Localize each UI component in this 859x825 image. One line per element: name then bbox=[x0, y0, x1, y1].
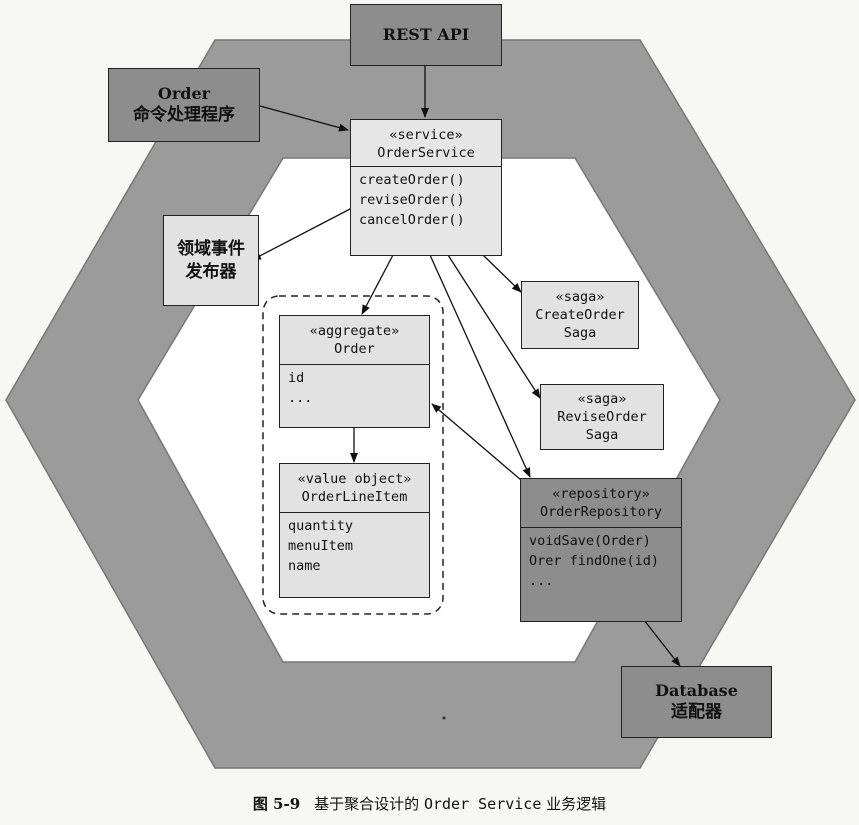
domain-event-publisher-box: 领域事件 发布器 bbox=[163, 215, 259, 306]
field-item: quantity bbox=[288, 518, 354, 535]
order-repository-box: «repository» OrderRepository voidSave(Or… bbox=[520, 478, 682, 622]
create-order-saga-box: «saga» CreateOrder Saga bbox=[521, 281, 639, 349]
create-saga-stereotype: «saga» bbox=[555, 288, 605, 305]
database-line1: Database bbox=[655, 680, 738, 700]
arrow-service-to-publisher bbox=[251, 207, 353, 261]
order-service-name: OrderService bbox=[377, 145, 475, 162]
order-aggregate-box: «aggregate» Order id ... bbox=[279, 315, 430, 428]
figure-caption: 图 5-9 基于聚合设计的 Order Service 业务逻辑 bbox=[0, 793, 859, 814]
order-line-item-header: «value object» OrderLineItem bbox=[280, 464, 429, 512]
revise-saga-line1: ReviseOrder bbox=[557, 408, 647, 425]
publisher-line1: 领域事件 bbox=[177, 238, 245, 259]
aggregate-boundary bbox=[262, 295, 444, 615]
order-aggregate-fields: id ... bbox=[280, 364, 429, 412]
order-handler-line1: Order bbox=[157, 83, 211, 103]
revise-order-saga-box: «saga» ReviseOrder Saga bbox=[540, 384, 664, 450]
method-item: cancelOrder() bbox=[359, 211, 465, 228]
arrow-service-to-repository bbox=[429, 254, 531, 478]
order-command-handler-box: Order 命令处理程序 bbox=[108, 68, 260, 142]
caption-part2: 业务逻辑 bbox=[546, 795, 607, 813]
field-item: id bbox=[288, 370, 305, 387]
method-item: voidSave(Order) bbox=[529, 533, 651, 550]
order-repository-header: «repository» OrderRepository bbox=[521, 479, 681, 527]
arrow-repository-to-database bbox=[643, 619, 681, 667]
caption-number: 图 5-9 bbox=[252, 795, 301, 813]
field-item: menuItem bbox=[288, 538, 354, 554]
create-saga-line1: CreateOrder bbox=[535, 306, 625, 323]
revise-saga-stereotype: «saga» bbox=[577, 390, 627, 407]
rest-api-label: REST API bbox=[382, 25, 470, 45]
database-line2: 适配器 bbox=[671, 702, 722, 723]
order-service-stereotype: «service» bbox=[389, 127, 463, 143]
method-item: createOrder() bbox=[359, 172, 465, 189]
method-item: ... bbox=[529, 572, 554, 589]
method-item: Orer findOne(id) bbox=[529, 553, 660, 569]
arrow-service-to-aggregate bbox=[361, 254, 394, 315]
create-saga-line2: Saga bbox=[563, 325, 597, 342]
order-line-item-box: «value object» OrderLineItem quantity me… bbox=[279, 463, 430, 598]
order-line-item-stereotype: «value object» bbox=[297, 471, 412, 487]
order-line-item-fields: quantity menuItem name bbox=[280, 512, 429, 580]
order-service-box: «service» OrderService createOrder() rev… bbox=[350, 119, 502, 256]
field-item: name bbox=[288, 557, 321, 574]
order-aggregate-header: «aggregate» Order bbox=[280, 316, 429, 364]
arrow-service-to-create-saga bbox=[482, 254, 522, 293]
order-handler-line2: 命令处理程序 bbox=[133, 105, 235, 126]
database-adapter-box: Database 适配器 bbox=[621, 666, 772, 738]
order-repository-methods: voidSave(Order) Orer findOne(id) ... bbox=[521, 527, 681, 595]
order-aggregate-stereotype: «aggregate» bbox=[309, 323, 400, 339]
caption-part1: 基于聚合设计的 bbox=[314, 795, 420, 813]
order-aggregate-name: Order bbox=[334, 341, 375, 358]
caption-mono: Order Service bbox=[423, 795, 542, 813]
publisher-line2: 发布器 bbox=[185, 261, 237, 282]
order-service-methods: createOrder() reviseOrder() cancelOrder(… bbox=[351, 166, 501, 234]
stray-dot bbox=[442, 716, 446, 720]
arrow-handler-to-service bbox=[259, 105, 349, 132]
arrow-service-to-revise-saga bbox=[447, 254, 541, 399]
order-repository-name: OrderRepository bbox=[540, 504, 662, 521]
method-item: reviseOrder() bbox=[359, 192, 465, 208]
order-service-header: «service» OrderService bbox=[351, 120, 501, 166]
order-line-item-name: OrderLineItem bbox=[301, 489, 408, 506]
order-repository-stereotype: «repository» bbox=[552, 486, 650, 502]
rest-api-box: REST API bbox=[350, 4, 502, 66]
arrow-repository-to-aggregate bbox=[431, 403, 522, 481]
field-item: ... bbox=[288, 390, 313, 406]
revise-saga-line2: Saga bbox=[585, 427, 619, 444]
